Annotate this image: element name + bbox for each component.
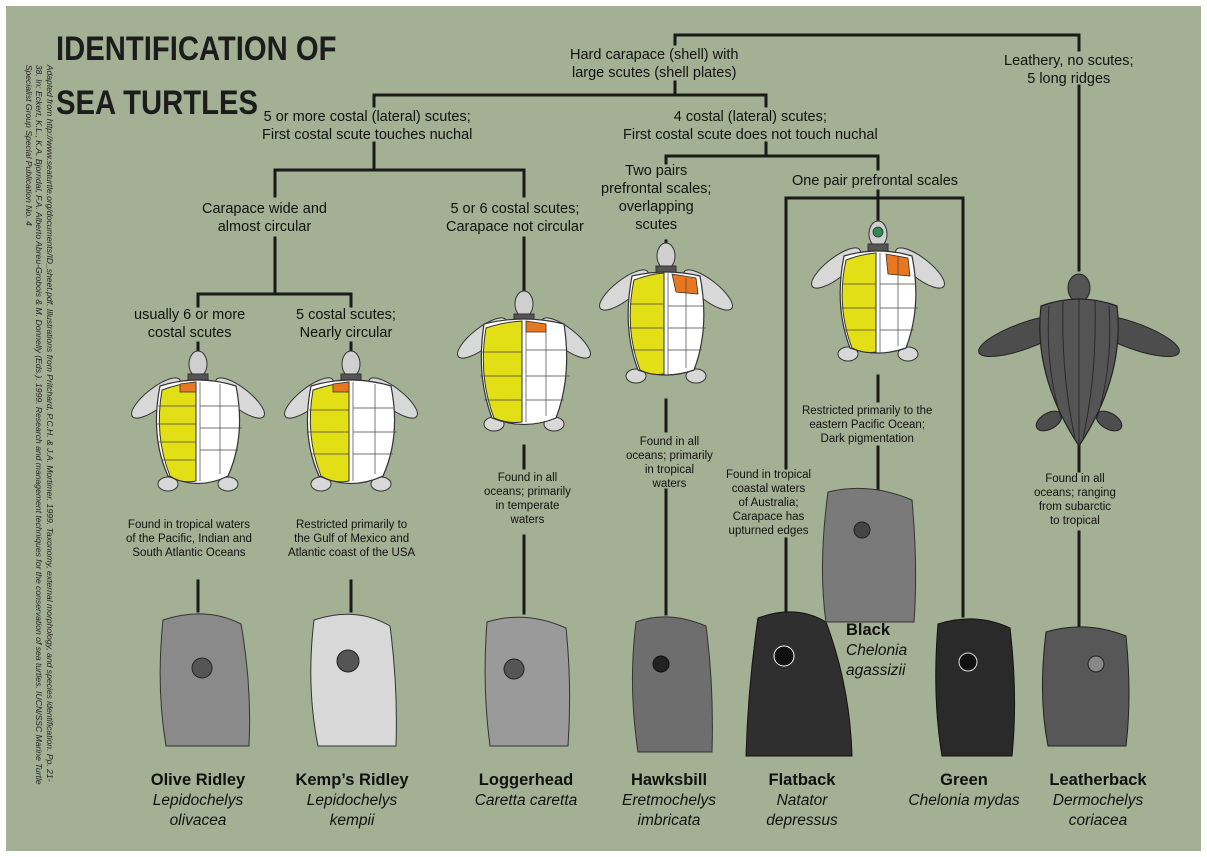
identification-poster: IDENTIFICATION OF SEA TURTLES Adapted fr… <box>6 6 1201 851</box>
loggerhead-turtle-illustration <box>452 291 596 431</box>
key-branch-lines <box>6 6 1201 851</box>
illustration-credit: Adapted from http://www.seaturtle.org/do… <box>23 65 55 785</box>
node-leathery: Leathery, no scutes;5 long ridges <box>1004 52 1134 88</box>
node-five-costal: 5 or more costal (lateral) scutes;First … <box>262 108 472 144</box>
hawksbill-turtle-illustration <box>594 243 738 383</box>
node-not-circular: 5 or 6 costal scutes;Carapace not circul… <box>446 200 584 236</box>
node-four-costal: 4 costal (lateral) scutes;First costal s… <box>623 108 878 144</box>
chelonia-turtle-illustration <box>806 221 950 361</box>
poster-title-line2: SEA TURTLES <box>56 84 258 123</box>
kemps-ridley-turtle-illustration <box>279 351 423 491</box>
poster-title-line1: IDENTIFICATION OF <box>56 30 336 69</box>
node-nearly-circular: 5 costal scutes;Nearly circular <box>296 306 396 342</box>
olive-ridley-turtle-illustration <box>126 351 270 491</box>
leatherback-turtle-illustration <box>974 274 1183 446</box>
node-one-pair: One pair prefrontal scales <box>792 172 958 190</box>
